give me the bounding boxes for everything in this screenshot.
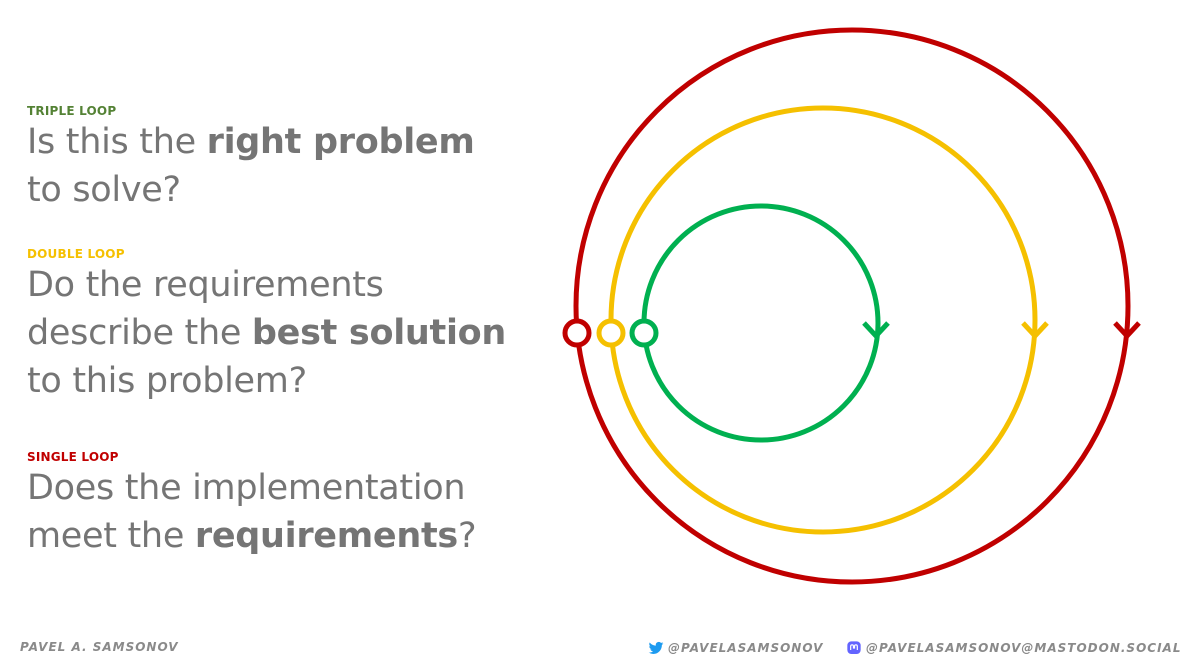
double-loop	[596, 105, 1049, 535]
single-loop-start-node	[629, 318, 659, 348]
single-question-line1: Does the implementation	[27, 468, 466, 508]
triple-loop	[562, 27, 1141, 585]
loops-diagram	[562, 27, 1141, 585]
single-loop-label: SINGLE LOOP	[27, 450, 119, 464]
double-loop-section: DOUBLE LOOP Do the requirements describe…	[27, 247, 547, 405]
single-loop	[629, 203, 890, 443]
double-loop-arrow-icon	[1021, 321, 1049, 340]
triple-loop-question: Is this the right problem to solve?	[27, 118, 547, 214]
triple-loop-section: TRIPLE LOOP Is this the right problem to…	[27, 104, 547, 214]
mastodon-icon	[846, 640, 862, 656]
single-loop-question: Does the implementation meet the require…	[27, 464, 547, 560]
double-question-line1: Do the requirements	[27, 265, 384, 305]
single-question-bold: requirements	[194, 516, 458, 556]
triple-question-part1: Is this the	[27, 122, 207, 162]
twitter-bird-icon	[648, 640, 664, 656]
footer-author: PAVEL A. SAMSONOV	[20, 640, 179, 654]
double-loop-circle	[608, 105, 1038, 535]
double-loop-start-node	[596, 318, 626, 348]
single-loop-circle	[641, 203, 881, 443]
footer-mastodon[interactable]: @PAVELASAMSONOV@MASTODON.SOCIAL	[846, 640, 1181, 656]
triple-loop-label: TRIPLE LOOP	[27, 104, 117, 118]
triple-question-part2: to solve?	[27, 170, 181, 210]
double-question-bold: best solution	[251, 313, 507, 353]
triple-loop-arrow-icon	[1113, 321, 1141, 340]
triple-loop-circle	[573, 27, 1131, 585]
double-loop-question: Do the requirements describe the best so…	[27, 261, 547, 405]
double-question-line3: to this problem?	[27, 361, 307, 401]
mastodon-handle: @PAVELASAMSONOV@MASTODON.SOCIAL	[866, 641, 1182, 655]
double-question-part1: describe the	[27, 313, 252, 353]
single-loop-arrow-icon	[862, 321, 890, 340]
double-loop-label: DOUBLE LOOP	[27, 247, 125, 261]
single-question-part2: ?	[457, 516, 477, 556]
footer-twitter[interactable]: @PAVELASAMSONOV	[648, 640, 823, 656]
single-question-part1: meet the	[27, 516, 195, 556]
triple-question-bold: right problem	[206, 122, 475, 162]
twitter-handle: @PAVELASAMSONOV	[668, 641, 824, 655]
single-loop-section: SINGLE LOOP Does the implementation meet…	[27, 450, 547, 560]
triple-loop-start-node	[562, 318, 592, 348]
